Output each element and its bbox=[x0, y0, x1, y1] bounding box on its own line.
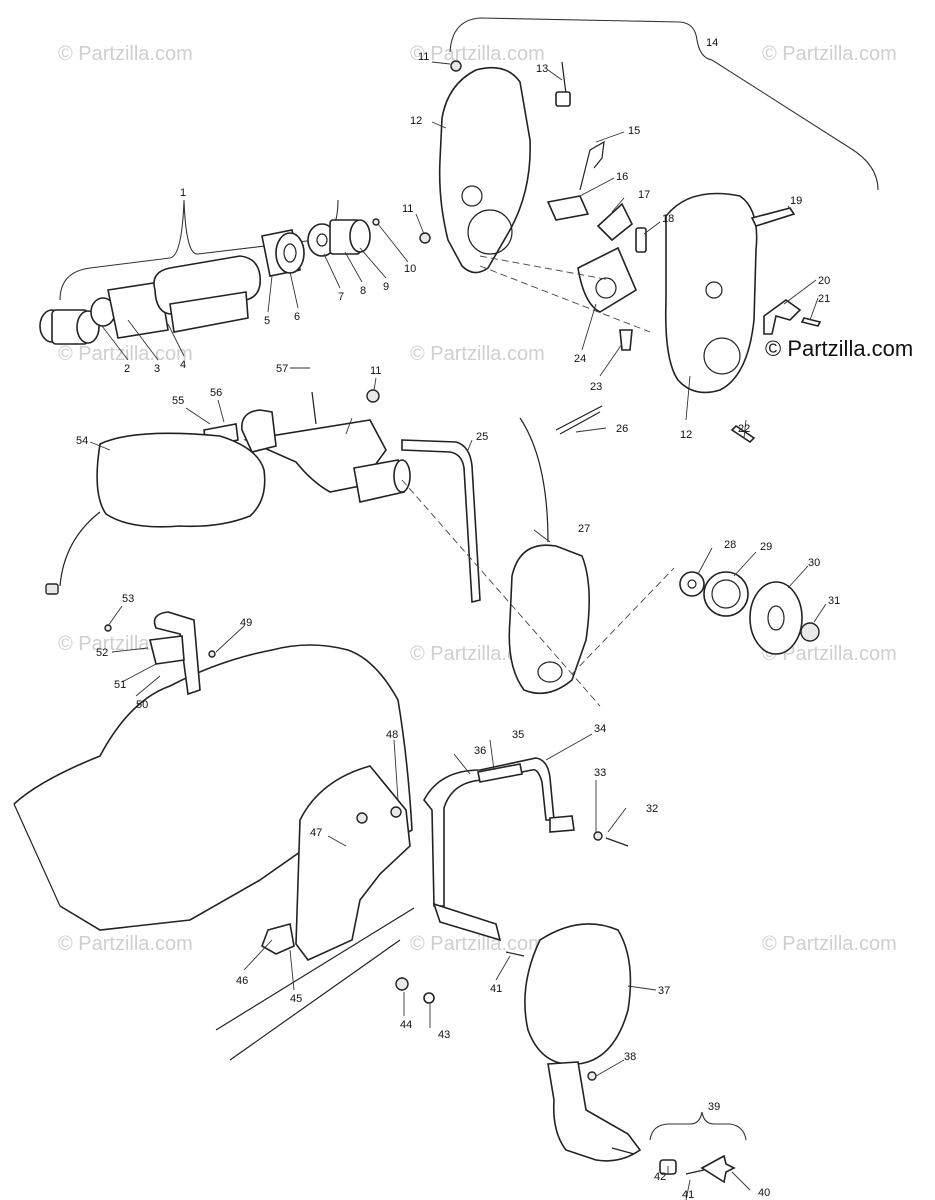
callout-12: 12 bbox=[410, 115, 422, 127]
callout-32: 32 bbox=[646, 803, 658, 815]
callout-31: 31 bbox=[828, 595, 840, 607]
seat-assembly bbox=[13, 611, 435, 1061]
callout-13: 13 bbox=[536, 63, 548, 75]
callout-10: 10 bbox=[404, 263, 416, 275]
watermark: © Partzilla.com bbox=[762, 643, 897, 665]
watermark: © Partzilla.com bbox=[58, 933, 193, 955]
callout-51: 51 bbox=[114, 679, 126, 691]
watermark: © Partzilla.com bbox=[762, 43, 897, 65]
control-housing-assembly bbox=[401, 417, 820, 707]
callout-labels: 1 2 3 4 5 6 7 8 9 10 11 11 11 12 12 13 1… bbox=[76, 37, 840, 1200]
callout-45: 45 bbox=[290, 993, 302, 1005]
watermark: © Partzilla.com bbox=[410, 43, 545, 65]
leader-lines bbox=[89, 61, 827, 1200]
watermark: © Partzilla.com bbox=[410, 933, 545, 955]
callout-35: 35 bbox=[512, 729, 524, 741]
callout-36: 36 bbox=[474, 745, 486, 757]
brace-group-14 bbox=[449, 17, 879, 191]
callout-7: 7 bbox=[338, 291, 344, 303]
brand-mark: © Partzilla.com bbox=[765, 336, 913, 361]
callout-54: 54 bbox=[76, 435, 88, 447]
callout-29: 29 bbox=[760, 541, 772, 553]
callout-15: 15 bbox=[628, 125, 640, 137]
callout-19: 19 bbox=[790, 195, 802, 207]
callout-50: 50 bbox=[136, 699, 148, 711]
callout-27: 27 bbox=[578, 523, 590, 535]
callout-28: 28 bbox=[724, 539, 736, 551]
callout-41: 41 bbox=[682, 1189, 694, 1200]
callout-21: 21 bbox=[818, 293, 830, 305]
watermark-layer: © Partzilla.com © Partzilla.com © Partzi… bbox=[58, 43, 897, 955]
callout-23: 23 bbox=[590, 381, 602, 393]
cable-assembly bbox=[401, 405, 603, 604]
watermark: © Partzilla.com bbox=[410, 343, 545, 365]
mirror-assembly bbox=[524, 923, 736, 1184]
callout-44: 44 bbox=[400, 1019, 412, 1031]
callout-18: 18 bbox=[662, 213, 674, 225]
callout-39: 39 bbox=[708, 1101, 720, 1113]
callout-12: 12 bbox=[680, 429, 692, 441]
callout-33: 33 bbox=[594, 767, 606, 779]
callout-3: 3 bbox=[154, 363, 160, 375]
handlebar-assembly bbox=[423, 757, 629, 957]
callout-37: 37 bbox=[658, 985, 670, 997]
callout-24: 24 bbox=[574, 353, 586, 365]
callout-11: 11 bbox=[370, 365, 381, 377]
callout-25: 25 bbox=[476, 431, 488, 443]
handwarmer-tube-assembly bbox=[45, 389, 411, 595]
spindle-assembly bbox=[39, 218, 380, 345]
callout-14: 14 bbox=[706, 37, 718, 49]
callout-41: 41 bbox=[490, 983, 502, 995]
callout-17: 17 bbox=[638, 189, 650, 201]
callout-47: 47 bbox=[310, 827, 322, 839]
watermark: © Partzilla.com bbox=[58, 343, 193, 365]
callout-34: 34 bbox=[594, 723, 606, 735]
callout-56: 56 bbox=[210, 387, 222, 399]
callout-40: 40 bbox=[758, 1187, 770, 1199]
callout-53: 53 bbox=[122, 593, 134, 605]
callout-57: 57 bbox=[276, 363, 288, 375]
callout-1: 1 bbox=[180, 187, 186, 199]
callout-49: 49 bbox=[240, 617, 252, 629]
watermark: © Partzilla.com bbox=[58, 43, 193, 65]
callout-38: 38 bbox=[624, 1051, 636, 1063]
callout-26: 26 bbox=[616, 423, 628, 435]
callout-6: 6 bbox=[294, 311, 300, 323]
callout-46: 46 bbox=[236, 975, 248, 987]
callout-11: 11 bbox=[418, 51, 429, 63]
callout-42: 42 bbox=[654, 1171, 666, 1183]
callout-5: 5 bbox=[264, 315, 270, 327]
callout-8: 8 bbox=[360, 285, 366, 297]
callout-11: 11 bbox=[402, 203, 413, 215]
callout-52: 52 bbox=[96, 647, 108, 659]
cover-housing-assembly bbox=[419, 60, 822, 444]
callout-4: 4 bbox=[180, 359, 186, 371]
watermark: © Partzilla.com bbox=[762, 933, 897, 955]
callout-43: 43 bbox=[438, 1029, 450, 1041]
callout-20: 20 bbox=[818, 275, 830, 287]
callout-22: 22 bbox=[738, 423, 750, 435]
callout-16: 16 bbox=[616, 171, 628, 183]
brace-group-39 bbox=[649, 1111, 747, 1141]
callout-2: 2 bbox=[124, 363, 130, 375]
callout-55: 55 bbox=[172, 395, 184, 407]
callout-30: 30 bbox=[808, 557, 820, 569]
callout-48: 48 bbox=[386, 729, 398, 741]
callout-9: 9 bbox=[383, 281, 389, 293]
